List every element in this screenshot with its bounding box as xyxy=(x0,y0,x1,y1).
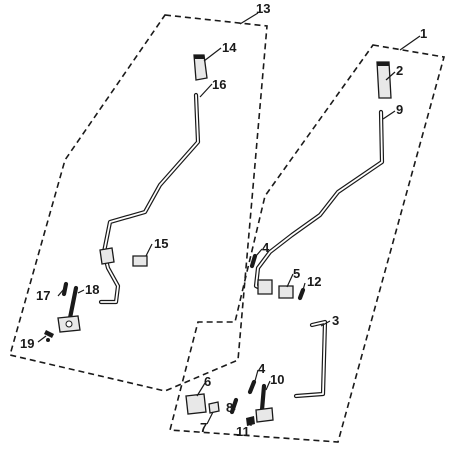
callout-1: 1 xyxy=(420,26,427,41)
block-part-6 xyxy=(185,393,207,415)
rod-part-9 xyxy=(253,109,385,295)
callout-3: 3 xyxy=(332,313,339,328)
pin-part-4-lower xyxy=(247,379,257,395)
pin-part-8 xyxy=(229,397,239,415)
screw-part-19 xyxy=(44,330,54,342)
rod-end-fitting xyxy=(257,279,273,295)
callout-8: 8 xyxy=(226,400,233,415)
knob-part-2 xyxy=(376,61,392,99)
callout-14: 14 xyxy=(222,40,237,55)
callout-7: 7 xyxy=(200,420,207,435)
callout-4-lower: 4 xyxy=(258,361,266,376)
leader-lines xyxy=(37,12,421,426)
knob-part-14 xyxy=(193,54,208,81)
pin-part-4-upper xyxy=(249,253,258,269)
callout-6: 6 xyxy=(204,374,211,389)
rod-connector-part xyxy=(99,247,115,265)
lever-part-18 xyxy=(57,285,81,333)
small-part-7 xyxy=(208,401,220,414)
callout-11: 11 xyxy=(236,424,250,439)
pin-part-17 xyxy=(61,281,69,297)
callout-16: 16 xyxy=(212,77,226,92)
right-assembly-outline xyxy=(168,44,446,443)
callout-12: 12 xyxy=(307,274,321,289)
callout-2: 2 xyxy=(396,63,403,78)
clip-part-12 xyxy=(297,287,306,301)
callout-17: 17 xyxy=(36,288,50,303)
rod-part-16 xyxy=(98,92,201,305)
left-assembly-outline xyxy=(9,14,268,392)
callout-15: 15 xyxy=(154,236,168,251)
cap-part-5 xyxy=(278,285,294,299)
cap-part-15 xyxy=(132,255,148,267)
lever-part-10 xyxy=(255,383,274,423)
callout-19: 19 xyxy=(20,336,34,351)
callout-4-upper: 4 xyxy=(262,240,270,255)
callout-10: 10 xyxy=(270,372,284,387)
callout-18: 18 xyxy=(85,282,99,297)
callout-9: 9 xyxy=(396,102,403,117)
callout-5: 5 xyxy=(293,266,300,281)
callout-13: 13 xyxy=(256,1,270,16)
rod-part-3 xyxy=(293,319,328,399)
